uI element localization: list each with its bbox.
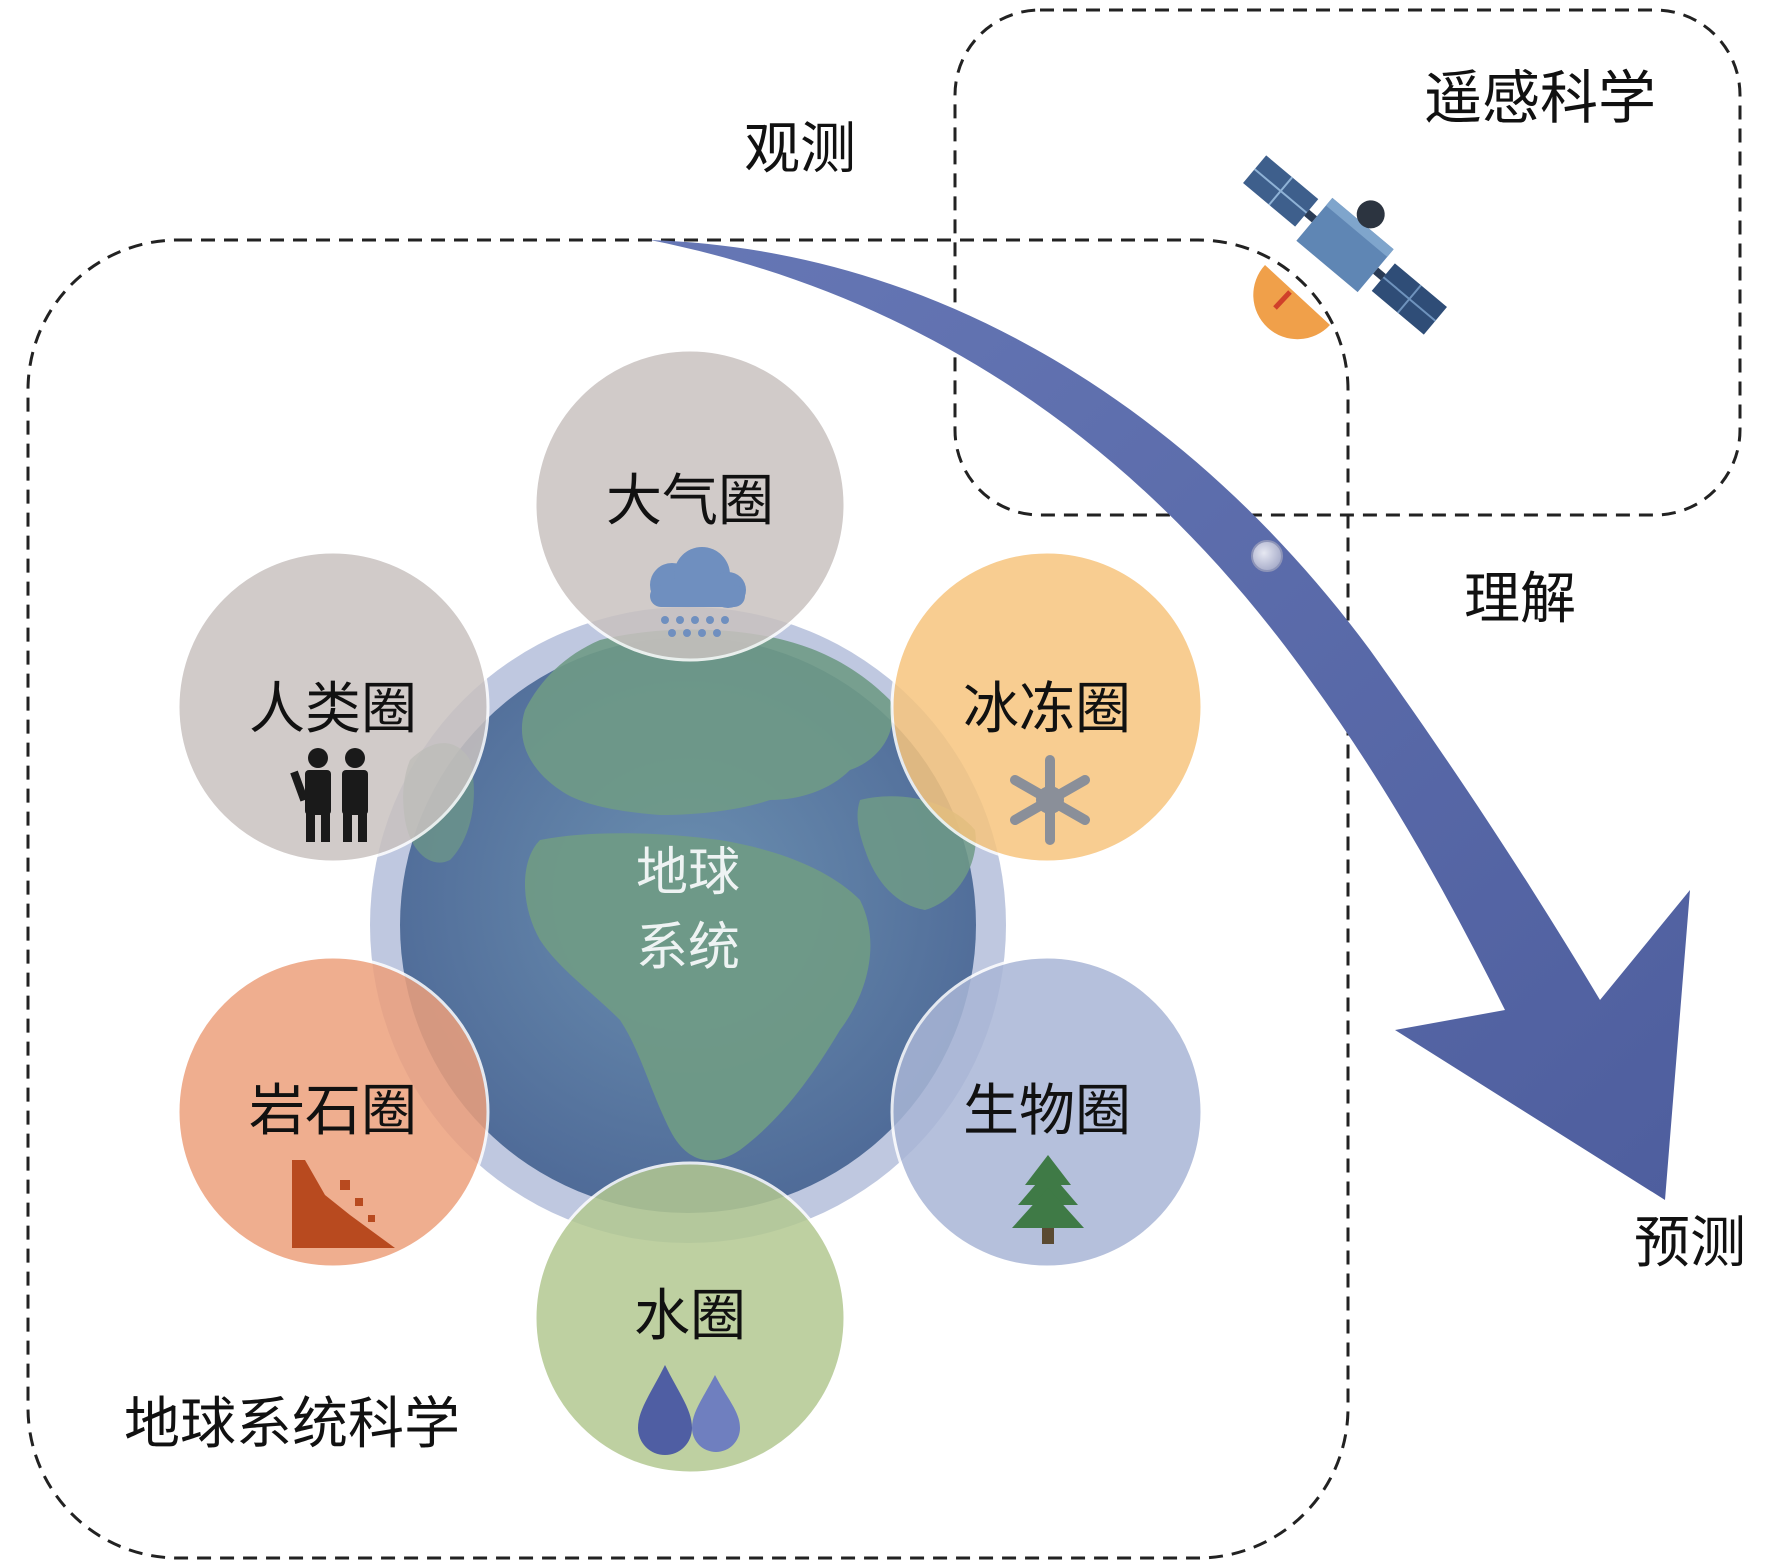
rock-slide-icon: [292, 1160, 395, 1248]
sphere-biosphere: 生物圈: [890, 955, 1204, 1269]
sphere-atmosphere: 大气圈: [533, 348, 847, 662]
understand-label: 理解: [1464, 567, 1576, 632]
earth-system-science-box: [26, 238, 1350, 1560]
biosphere-label: 生物圈: [963, 1079, 1131, 1144]
earth-system-label-line2: 系统: [636, 918, 740, 978]
lithosphere-label: 岩石圈: [249, 1079, 417, 1144]
sphere-lithosphere: 岩石圈: [176, 955, 490, 1269]
continent-africa: [525, 833, 871, 1161]
snow-cloud-icon: [650, 547, 746, 637]
remote-sensing-label: 遥感科学: [1424, 64, 1656, 132]
satellite-dish-icon: [1253, 265, 1330, 340]
continent-europe: [521, 629, 893, 815]
satellite-icon: [1243, 155, 1447, 335]
predict-label: 预测: [1634, 1211, 1746, 1276]
snowflake-icon: [1010, 755, 1090, 845]
observe-understand-predict-arrow: [650, 240, 1690, 1200]
sphere-cryosphere: 冰冻圈: [890, 550, 1204, 864]
water-drops-icon: [638, 1365, 740, 1455]
arrow-dot: [1251, 540, 1283, 572]
sphere-anthroposphere: 人类圈: [176, 550, 490, 864]
cryosphere-label: 冰冻圈: [963, 677, 1131, 742]
anthroposphere-label: 人类圈: [249, 677, 417, 742]
observe-label: 观测: [744, 117, 856, 182]
atmosphere-label: 大气圈: [606, 469, 774, 534]
earth-system-science-label: 地球系统科学: [124, 1392, 460, 1457]
pine-tree-icon: [1012, 1155, 1084, 1244]
people-icon: [290, 748, 368, 842]
satellite-antenna: [1273, 290, 1292, 310]
hydrosphere-label: 水圈: [634, 1284, 746, 1349]
sphere-hydrosphere: 水圈: [533, 1161, 847, 1475]
earth-system-label-line1: 地球: [636, 843, 740, 903]
